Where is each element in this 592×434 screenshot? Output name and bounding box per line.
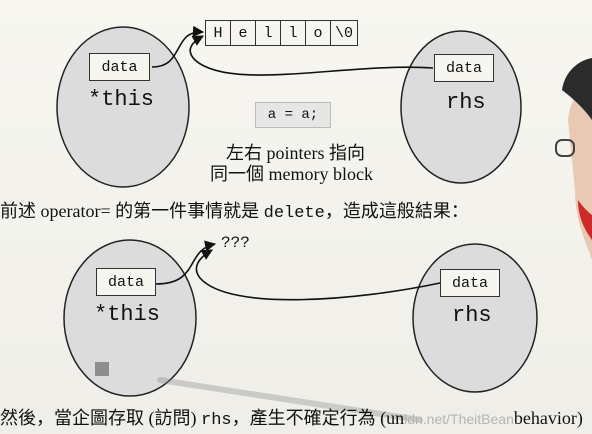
memory-char: H bbox=[206, 21, 231, 45]
artifact-square bbox=[95, 362, 109, 376]
this-label-top: *this bbox=[88, 87, 155, 112]
rhs-pointer-arrow bbox=[189, 35, 434, 76]
this-label-bottom: *this bbox=[94, 302, 161, 327]
code-text: a = a; bbox=[267, 107, 319, 123]
footer-tail: behavior) bbox=[513, 408, 583, 428]
middle-suffix: ，造成這般結果： bbox=[324, 201, 469, 221]
pointer-stick bbox=[157, 377, 423, 423]
footer-suffix: ，產生不確定行為 (un bbox=[231, 408, 405, 428]
memory-char: o bbox=[306, 21, 331, 45]
footer-sentence: 然後，當企圖存取 (訪問) rhs，產生不確定行為 (unldn.net/The… bbox=[0, 404, 583, 430]
footer-prefix: 然後，當企圖存取 (訪問) bbox=[0, 408, 201, 428]
this-data-member-bottom: data bbox=[96, 268, 156, 296]
presenter-figure bbox=[555, 58, 592, 260]
this-data-member-top: data bbox=[89, 53, 150, 81]
middle-code: delete bbox=[263, 204, 325, 223]
memory-char: \0 bbox=[334, 24, 353, 42]
rhs-data-member-bottom: data bbox=[440, 269, 500, 297]
middle-sentence: 前述 operator= 的第一件事情就是 delete，造成這般結果： bbox=[0, 197, 469, 223]
memory-char: l bbox=[256, 21, 281, 45]
dangling-label: ??? bbox=[221, 234, 250, 252]
this-pointer-arrow bbox=[151, 25, 205, 68]
data-label: data bbox=[101, 58, 138, 76]
data-label: data bbox=[451, 274, 488, 292]
memory-char: l bbox=[281, 21, 306, 45]
rhs-dangling-arrow bbox=[195, 249, 441, 301]
this-dangling-arrow bbox=[155, 240, 217, 285]
caption-line-1: 左右 pointers 指向 bbox=[226, 143, 365, 163]
memory-block: H e l l o \0 bbox=[205, 20, 358, 46]
caption-line-2: 同一個 memory block bbox=[210, 164, 373, 184]
data-label: data bbox=[107, 273, 144, 291]
data-label: data bbox=[445, 59, 482, 77]
code-box: a = a; bbox=[255, 102, 331, 128]
footer-code: rhs bbox=[201, 411, 232, 430]
watermark: ldn.net/TheitBean bbox=[404, 411, 514, 427]
rhs-label-top: rhs bbox=[446, 90, 486, 115]
middle-prefix: 前述 operator= 的第一件事情就是 bbox=[0, 201, 264, 221]
rhs-data-member-top: data bbox=[434, 54, 494, 82]
rhs-label-bottom: rhs bbox=[452, 303, 492, 328]
memory-char: e bbox=[231, 21, 256, 45]
